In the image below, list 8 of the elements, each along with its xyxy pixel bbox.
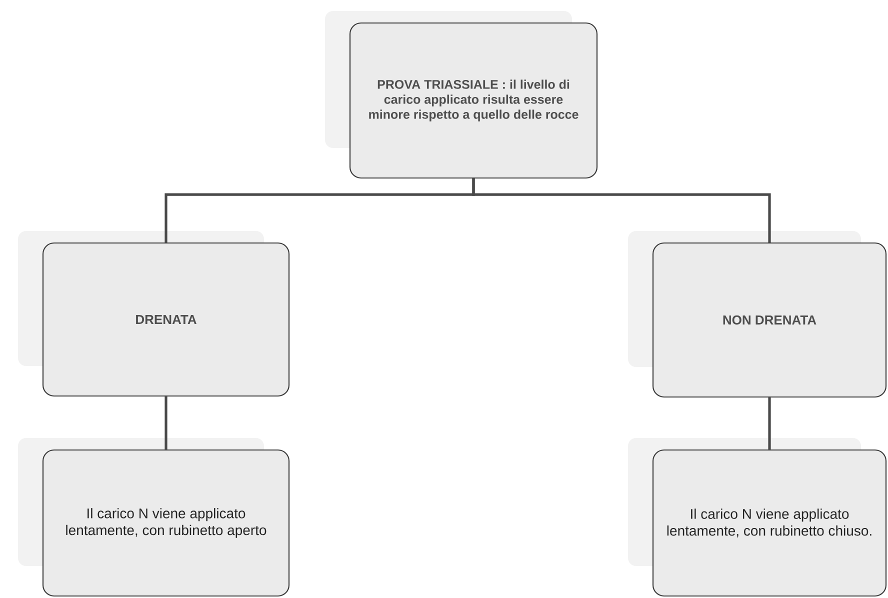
process-box: DRENATA: [18, 231, 290, 397]
process-box: Il carico N viene applicato lentamente, con rubinetto aperto: [18, 438, 290, 597]
connector: [164, 396, 168, 450]
connector: [768, 398, 771, 450]
process-box: NON DRENATA: [628, 231, 887, 398]
process-box: PROVA TRIASSIALE : il livello di carico applicato risulta essere minore rispetto a quello delle rocce: [325, 11, 598, 179]
process-box: Il carico N viene applicato lentamente, con rubinetto chiuso.: [628, 438, 887, 597]
connector: [472, 178, 771, 242]
